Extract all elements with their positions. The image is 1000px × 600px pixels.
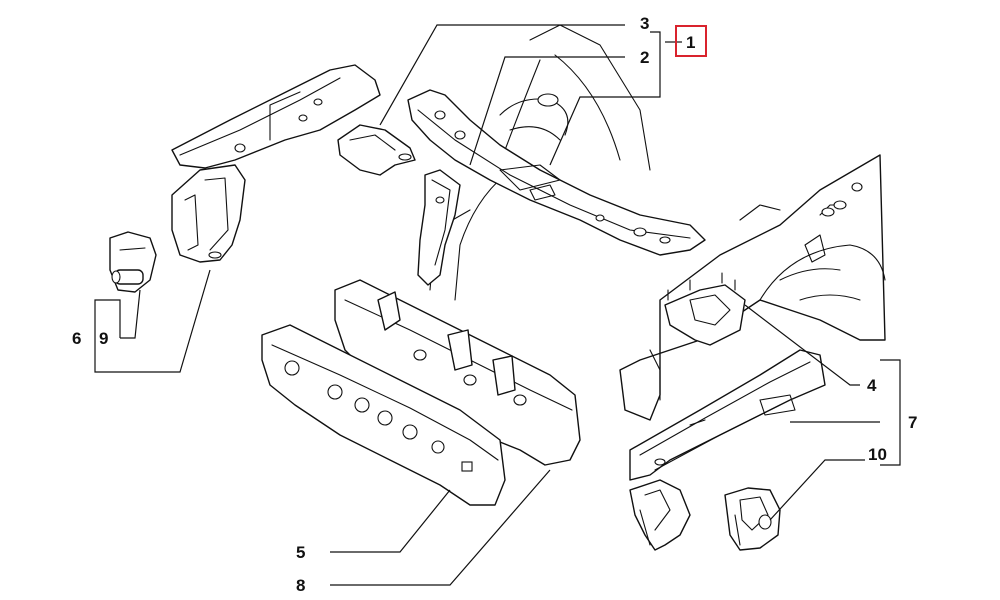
callout-1-highlight [675,25,707,57]
part-10-bracket [724,487,781,551]
callout-4: 4 [867,376,877,395]
part-3-bracket [337,124,416,176]
part-4-bracket [664,272,746,346]
callout-9: 9 [99,329,108,348]
callout-3: 3 [640,14,649,33]
part-6-side-rail [171,64,381,169]
part-9-bracket [109,231,157,293]
part-5-lower-crossmember [261,324,506,506]
callout-6: 6 [72,329,81,348]
upper-crossmember [407,89,706,256]
callout-7: 7 [908,413,917,432]
part-8-lower-crossmember [334,279,581,466]
part-7-side-member [629,349,826,481]
callout-1: 1 [686,33,695,52]
wheelhouse-panel [619,154,886,421]
callout-5: 5 [296,543,305,562]
callout-labels: 3 2 1 6 9 5 8 4 7 10 [72,14,917,595]
callout-10: 10 [868,445,887,464]
side-rail-lower-bracket [171,164,246,263]
leader-lines [94,24,901,586]
side-member-end-bracket [629,479,691,551]
callout-2: 2 [640,48,649,67]
callout-8: 8 [296,576,305,595]
part-2-vertical-bracket [417,169,461,286]
